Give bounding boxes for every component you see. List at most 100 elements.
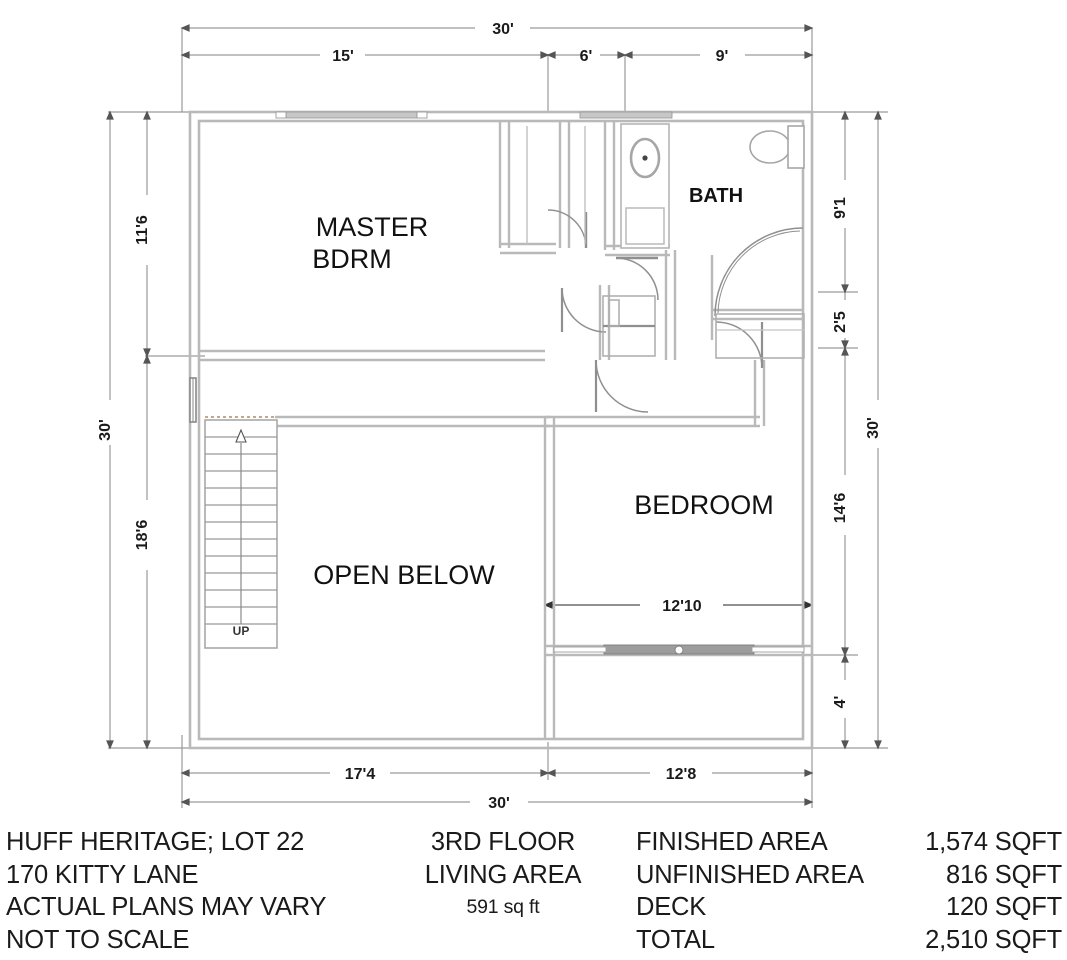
door-swing-bathroom-main (714, 227, 804, 317)
footer-area-value-total: 2,510 SQFT (925, 925, 1062, 954)
footer-area-values: 1,574 SQFT 816 SQFT 120 SQFT 2,510 SQFT (880, 826, 1062, 956)
window-bath (579, 111, 673, 119)
dim-label-right-seg-146: 14'6 (832, 493, 849, 524)
footer-address-block: HUFF HERITAGE; LOT 22 170 KITTY LANE ACT… (6, 826, 406, 956)
arrow-left-seg2-top (143, 354, 151, 364)
arrow-right-overall-top (874, 110, 882, 120)
dimension-group-bottom (181, 735, 813, 808)
dimension-arrows-right (841, 110, 882, 750)
linen-side-panel (608, 299, 620, 327)
dim-label-top-overall: 30' (492, 21, 514, 38)
dimension-group-right (812, 111, 888, 749)
room-label-open-below: OPEN BELOW (313, 560, 495, 590)
window-stair-left (189, 377, 197, 423)
arrow-bot-overall-right (804, 798, 814, 806)
dim-label-bedroom-width: 12'10 (662, 598, 702, 615)
wall-exterior-outer (188, 110, 814, 750)
arrow-bot-seg1-left (180, 769, 190, 777)
dimension-arrows-bedroom-width (543, 601, 814, 609)
closet-shelving (526, 126, 586, 244)
arrow-left-overall-top (106, 110, 114, 120)
arrow-right-seg4-top (841, 653, 849, 663)
arrow-right-seg3-top (841, 346, 849, 356)
arrow-1210-right (804, 601, 814, 609)
footer-area-label-deck: DECK (636, 893, 707, 921)
footer-floor-label: 3RD FLOOR (430, 828, 576, 856)
arrow-bot-seg2-right (804, 769, 814, 777)
footer-living-area-label: LIVING AREA (424, 860, 582, 889)
arrow-left-overall-bottom (106, 740, 114, 750)
bath-ledge (715, 313, 805, 359)
dim-label-right-overall: 30' (865, 417, 882, 439)
arrow-1210-left (543, 601, 553, 609)
stair-up-arrow-icon (235, 428, 247, 443)
footer-area-label-total: TOTAL (636, 925, 715, 954)
room-label-master-line2: BDRM (312, 244, 392, 274)
dimension-group-left (108, 111, 205, 749)
dimension-group-top (181, 27, 813, 112)
door-swing-hall-bedroom (595, 359, 649, 413)
vanity-with-sink (620, 123, 670, 249)
footer-area-value-unfinished: 816 SQFT (945, 860, 1062, 889)
arrow-right-seg2-bottom (841, 340, 849, 350)
dim-label-bot-overall: 30' (488, 795, 510, 812)
floor-plan-drawing: 30' 15' 6' 9' 30' 11'6 (97, 21, 888, 812)
arrow-top-overall-left (180, 24, 190, 32)
arrow-right-seg4-bottom (841, 740, 849, 750)
dimension-arrows-bottom (180, 769, 814, 806)
room-label-bath: BATH (689, 185, 743, 207)
room-label-bedroom: BEDROOM (634, 490, 774, 520)
arrow-bot-seg2-left (546, 769, 556, 777)
dim-label-right-seg-4: 4' (832, 696, 849, 709)
footer-floor-block: 3RD FLOOR LIVING AREA 591 sq ft (398, 826, 608, 924)
dim-label-left-seg-186: 18'6 (134, 520, 151, 551)
arrow-top-seg1-right (540, 51, 550, 59)
footer-area-labels: FINISHED AREA UNFINISHED AREA DECK TOTAL (636, 826, 936, 956)
footer-area-value-deck: 120 SQFT (945, 893, 1062, 921)
arrow-top-seg2-left (546, 51, 556, 59)
arrow-right-seg3-bottom (841, 647, 849, 657)
dim-label-right-seg-91: 9'1 (832, 197, 849, 219)
arrow-top-seg3-left (623, 51, 633, 59)
bath-ledge-outline (715, 313, 805, 359)
linen-closet-box (602, 295, 656, 357)
door-swing-bath (615, 257, 659, 301)
arrow-left-seg2-bottom (143, 740, 151, 750)
toilet-tank (787, 125, 805, 169)
dim-label-left-seg-116: 11'6 (134, 215, 151, 245)
door-swing-closet (547, 209, 587, 249)
dim-label-bot-seg-128: 12'8 (666, 766, 697, 783)
sink-drain (642, 155, 648, 161)
door-swing-bathroom-main-2 (717, 230, 801, 314)
arrow-bot-seg1-right (540, 769, 550, 777)
footer-address-line-3: ACTUAL PLANS MAY VARY (6, 893, 327, 921)
dim-label-right-seg-25: 2'5 (832, 311, 849, 333)
arrow-top-seg2-right (617, 51, 627, 59)
toilet-bowl (749, 130, 791, 164)
arrow-right-seg1-bottom (841, 284, 849, 294)
arrow-left-seg1-bottom (143, 348, 151, 358)
footer-address-line-4: NOT TO SCALE (6, 925, 190, 954)
footer-area-value-finished: 1,574 SQFT (925, 828, 1062, 856)
plan-footer: HUFF HERITAGE; LOT 22 170 KITTY LANE ACT… (0, 826, 1067, 960)
dim-label-top-seg-6: 6' (580, 48, 593, 65)
arrow-left-seg1-top (143, 110, 151, 120)
dimension-arrows-left (106, 110, 151, 750)
staircase: UP (204, 419, 278, 649)
footer-area-label-unfinished: UNFINISHED AREA (636, 860, 864, 889)
footer-address-line-2: 170 KITTY LANE (6, 860, 199, 889)
dim-label-bot-seg-174: 17'4 (345, 766, 376, 783)
arrow-right-overall-bottom (874, 740, 882, 750)
room-label-master-line1: MASTER (316, 212, 429, 242)
arrow-top-seg1-left (180, 51, 190, 59)
window-master-bedroom (275, 111, 428, 119)
stair-up-label: UP (233, 624, 250, 638)
dimension-arrows-top (180, 24, 814, 59)
dim-label-left-overall: 30' (97, 419, 114, 441)
arrow-top-overall-right (804, 24, 814, 32)
window-bedroom-slider (553, 644, 805, 655)
arrow-bot-overall-left (180, 798, 190, 806)
footer-area-label-finished: FINISHED AREA (636, 828, 828, 856)
toilet-fixture (749, 125, 805, 169)
